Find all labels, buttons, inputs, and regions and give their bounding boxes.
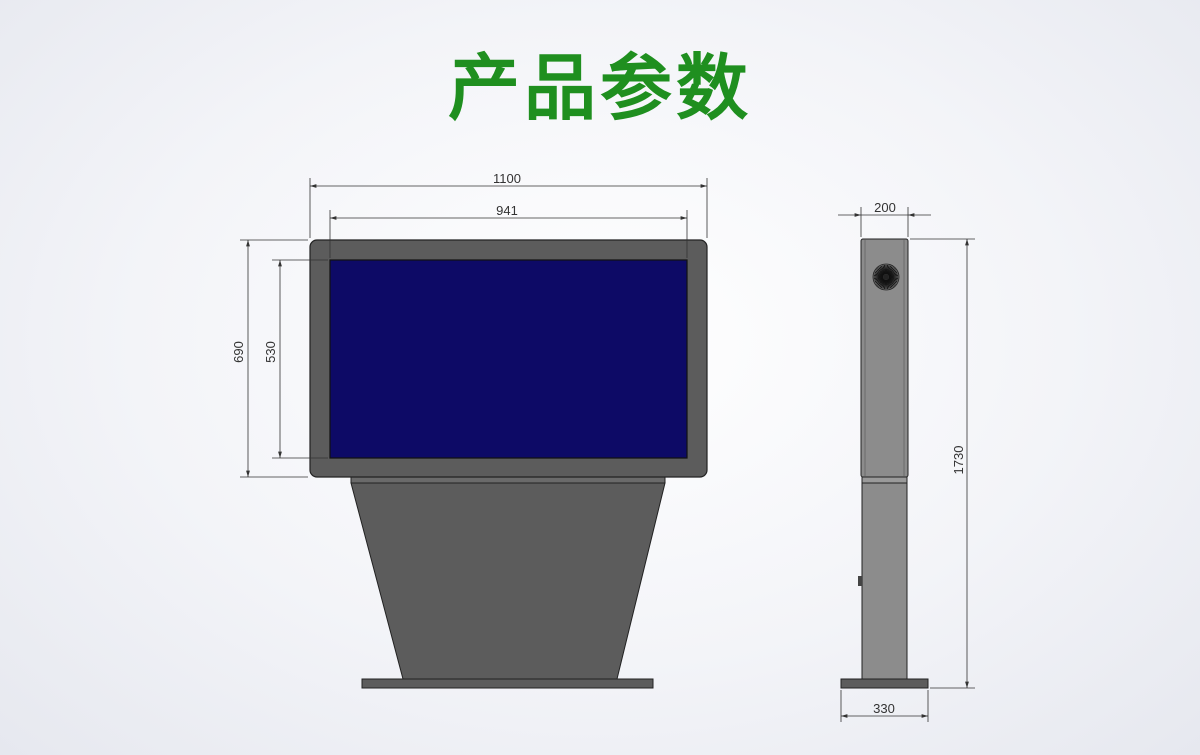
side-head (860, 238, 909, 478)
front-stand (350, 482, 666, 680)
front-dimensions (240, 178, 708, 478)
side-base-plate (840, 678, 929, 689)
side-dimensions (838, 207, 975, 722)
dim-screen-width: 941 (496, 203, 518, 218)
front-base-plate (361, 678, 654, 689)
dim-base-depth: 330 (873, 701, 895, 716)
speaker-grille-icon (872, 263, 900, 291)
front-screen (329, 259, 688, 459)
page-title: 产品参数 (447, 46, 752, 130)
side-view (840, 238, 929, 689)
dim-screen-height: 530 (263, 341, 278, 363)
dim-overall-width: 1100 (493, 171, 521, 186)
side-column (861, 482, 908, 680)
dim-side-depth: 200 (874, 200, 896, 215)
dim-total-height: 1730 (951, 446, 966, 475)
front-neck (350, 476, 666, 484)
front-view (309, 239, 708, 689)
dim-head-height: 690 (231, 341, 246, 363)
